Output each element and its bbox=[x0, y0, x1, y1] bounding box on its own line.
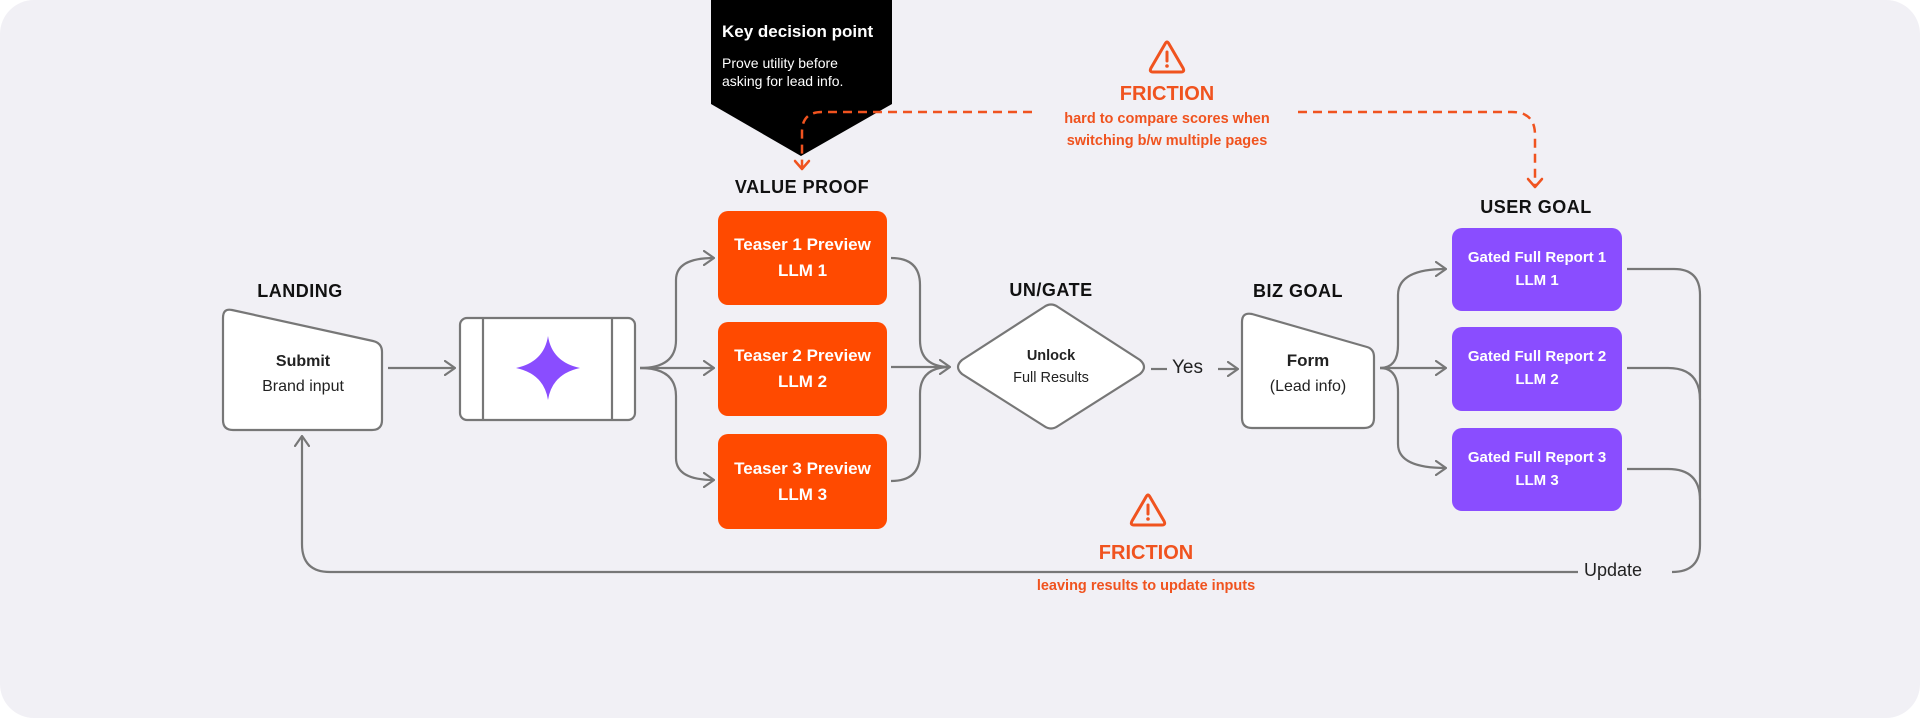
edge-processor-to-teaser-3 bbox=[639, 366, 714, 480]
form-title: Form bbox=[1286, 351, 1330, 370]
unlock-title: Unlock bbox=[1026, 348, 1076, 364]
sparkle-icon bbox=[516, 336, 580, 400]
callout-body: Prove utility before asking for lead inf… bbox=[722, 55, 844, 89]
edge-teaser-1-to-unlock bbox=[890, 256, 951, 369]
form-subtitle: (Lead info) bbox=[1269, 378, 1347, 395]
edge-label-update: Update bbox=[1578, 560, 1649, 581]
report-title: Gated Full Report 3 bbox=[1467, 449, 1607, 466]
teaser-subtitle: LLM 2 bbox=[777, 372, 828, 391]
form-node[interactable]: Form (Lead info) bbox=[1242, 348, 1374, 400]
unlock-decision[interactable]: Unlock Full Results bbox=[981, 345, 1121, 389]
report-subtitle: LLM 2 bbox=[1515, 371, 1559, 388]
unlock-decision-shape[interactable] bbox=[956, 303, 1146, 430]
friction-description-bottom: leaving results to update inputs bbox=[996, 575, 1296, 597]
edge-teaser-3-to-unlock bbox=[890, 365, 951, 483]
gated-full-report-3[interactable]: Gated Full Report 3 LLM 3 bbox=[1452, 428, 1622, 511]
teaser-subtitle: LLM 1 bbox=[777, 261, 828, 280]
callout-title: Key decision point bbox=[722, 22, 874, 41]
report-subtitle: LLM 3 bbox=[1515, 472, 1559, 489]
friction-description-line: leaving results to update inputs bbox=[1036, 578, 1256, 594]
friction-description-line: switching b/w multiple pages bbox=[1066, 133, 1268, 149]
report-title: Gated Full Report 2 bbox=[1467, 348, 1607, 365]
edge-report-2-to-update bbox=[1627, 366, 1702, 401]
teaser-preview-2[interactable]: Teaser 2 Preview LLM 2 bbox=[718, 322, 887, 416]
gated-full-report-1[interactable]: Gated Full Report 1 LLM 1 bbox=[1452, 228, 1622, 311]
unlock-subtitle: Full Results bbox=[1013, 370, 1089, 386]
submit-node-title: Submit bbox=[275, 353, 331, 370]
warning-icon bbox=[1129, 493, 1167, 527]
edge-report-1-to-update bbox=[1627, 267, 1702, 574]
stage-label-biz-goal: BIZ GOAL bbox=[1253, 281, 1343, 301]
submit-node-shape[interactable] bbox=[221, 308, 384, 432]
teaser-title: Teaser 2 Preview bbox=[734, 346, 871, 365]
teaser-preview-3[interactable]: Teaser 3 Preview LLM 3 bbox=[718, 434, 887, 529]
stage-label-user-goal: USER GOAL bbox=[1480, 197, 1592, 217]
friction-link-value-proof bbox=[800, 110, 1032, 168]
stage-label-value-proof: VALUE PROOF bbox=[734, 177, 870, 197]
edge-form-to-report-1 bbox=[1379, 269, 1446, 370]
submit-node[interactable]: Submit Brand input bbox=[223, 350, 383, 400]
friction-description-line: hard to compare scores when bbox=[1064, 111, 1270, 127]
teaser-subtitle: LLM 3 bbox=[777, 484, 828, 504]
friction-link-user-goal bbox=[1298, 110, 1537, 186]
stage-label-ungate: UN/GATE bbox=[1009, 280, 1093, 300]
friction-arrowhead bbox=[1526, 177, 1544, 189]
submit-node-subtitle: Brand input bbox=[262, 378, 344, 395]
callout-shape bbox=[711, 0, 892, 156]
edge-form-to-report-3 bbox=[1379, 366, 1446, 468]
friction-arrowhead bbox=[793, 159, 811, 171]
friction-title-bottom: FRICTION bbox=[1098, 542, 1194, 564]
friction-title-top: FRICTION bbox=[1119, 83, 1215, 105]
teaser-title: Teaser 1 Preview bbox=[734, 235, 871, 254]
edge-report-3-to-update bbox=[1627, 467, 1702, 501]
teaser-preview-1[interactable]: Teaser 1 Preview LLM 1 bbox=[718, 211, 887, 305]
teaser-title: Teaser 3 Preview bbox=[734, 458, 871, 478]
friction-description-top: hard to compare scores when switching b/… bbox=[1017, 108, 1317, 152]
edge-update-to-submit bbox=[302, 436, 1578, 574]
warning-icon bbox=[1148, 40, 1186, 74]
gated-full-report-2[interactable]: Gated Full Report 2 LLM 2 bbox=[1452, 327, 1622, 411]
edge-processor-to-teaser-1 bbox=[639, 258, 714, 370]
form-node-shape[interactable] bbox=[1240, 312, 1376, 430]
report-subtitle: LLM 1 bbox=[1515, 272, 1559, 289]
edge-label-yes: Yes bbox=[1172, 357, 1203, 379]
report-title: Gated Full Report 1 bbox=[1467, 249, 1607, 266]
stage-label-landing: LANDING bbox=[257, 281, 343, 301]
